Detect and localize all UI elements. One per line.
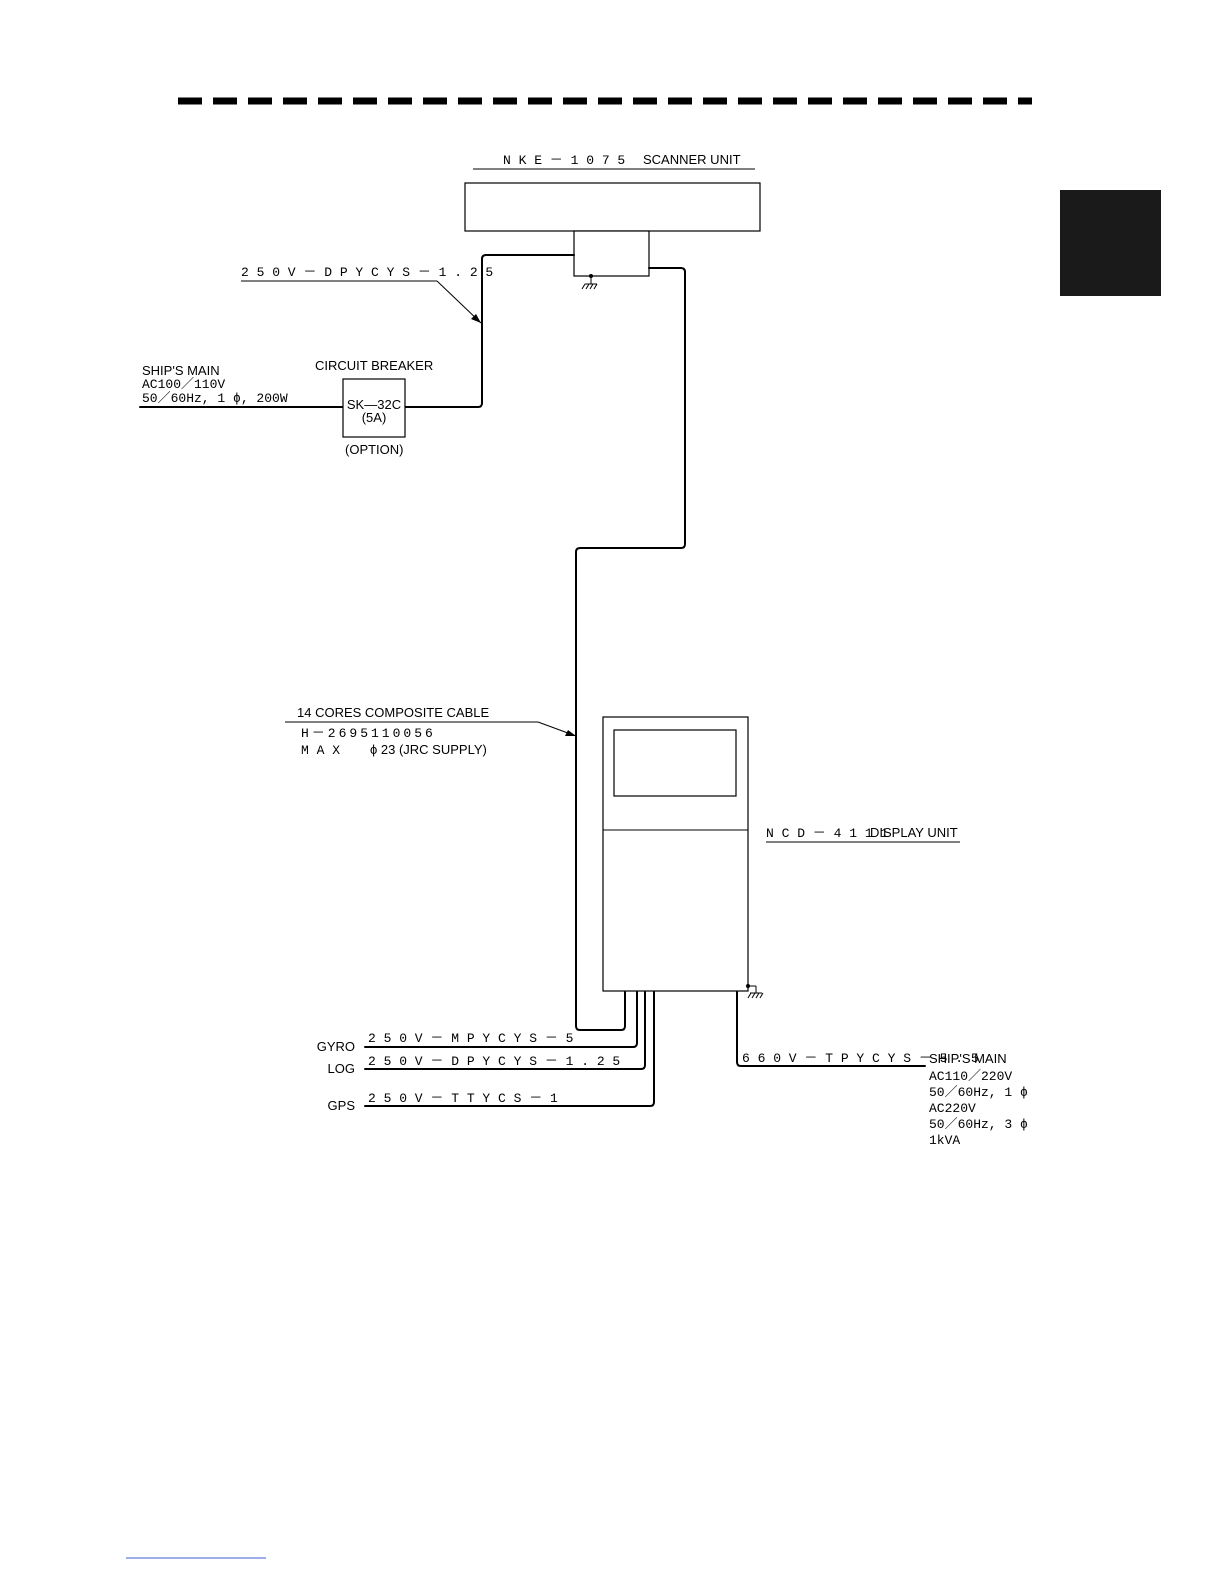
breaker-note: (OPTION) [345,442,404,457]
composite-cable-max-prefix: M A X [301,743,340,758]
scanner-power-leader [436,280,482,324]
ships-main-display-line3: 50／60Hz, 1 ϕ [929,1085,1028,1100]
breaker-rating: (5A) [362,410,387,425]
display-unit-screen [613,729,737,797]
chapter-tab-block [1060,190,1161,296]
log-wire [364,991,646,1070]
circuit-breaker-box [342,378,406,438]
composite-cable-wire [575,267,686,1031]
composite-cable-max-value: ϕ 23 (JRC SUPPLY) [370,742,487,757]
display-power-wire [736,991,926,1067]
ships-main-scanner-line2: AC100／110V [142,377,225,392]
composite-cable-title: 14 CORES COMPOSITE CABLE [297,705,489,720]
breaker-title: CIRCUIT BREAKER [315,358,433,373]
log-cable-label: 2 5 0 V － D P Y C Y S － 1 . 2 5 [368,1054,620,1069]
ships-main-scanner-line3: 50／60Hz, 1 ϕ, 200W [142,391,288,406]
display-name-label: DISPLAY UNIT [870,825,958,840]
scanner-power-leader-arrow [471,314,481,323]
gyro-label: GYRO [317,1039,355,1054]
scanner-power-cable-label: 2 5 0 V － D P Y C Y S － 1 . 2 5 [241,265,493,280]
display-power-cable-label: 6 6 0 V － T P Y C Y S － 5 . 5 [742,1051,979,1066]
log-label: LOG [328,1061,355,1076]
ships-main-display-line2: AC110／220V [929,1069,1012,1084]
ships-main-scanner-line1: SHIP'S MAIN [142,363,220,378]
ships-main-display-line6: 1kVA [929,1133,960,1148]
scanner-pedestal [573,230,650,277]
display-model-label: N C D － 4 1 1 1 [766,826,888,841]
scanner-unit-body [464,182,761,232]
scanner-model-label: N K E － 1 0 7 5 [503,153,625,168]
gps-cable-label: 2 5 0 V － T T Y C S － 1 [368,1091,558,1106]
display-ground-icon [746,984,764,999]
composite-cable-leader-arrow [565,730,576,736]
scanner-power-wire [404,254,575,408]
gyro-wire [364,991,638,1048]
ships-main-display-line5: 50／60Hz, 3 ϕ [929,1117,1028,1132]
ships-main-display-line1: SHIP'S MAIN [929,1051,1007,1066]
gyro-cable-label: 2 5 0 V － M P Y C Y S － 5 [368,1031,573,1046]
breaker-model: SK―32C [347,397,401,412]
ships-main-display-line4: AC220V [929,1101,976,1116]
scanner-ground-icon [581,274,598,290]
gps-wire [364,991,655,1107]
composite-cable-part: H－2695110056 [301,726,436,741]
gps-label: GPS [328,1098,356,1113]
scanner-name-label: SCANNER UNIT [643,152,741,167]
